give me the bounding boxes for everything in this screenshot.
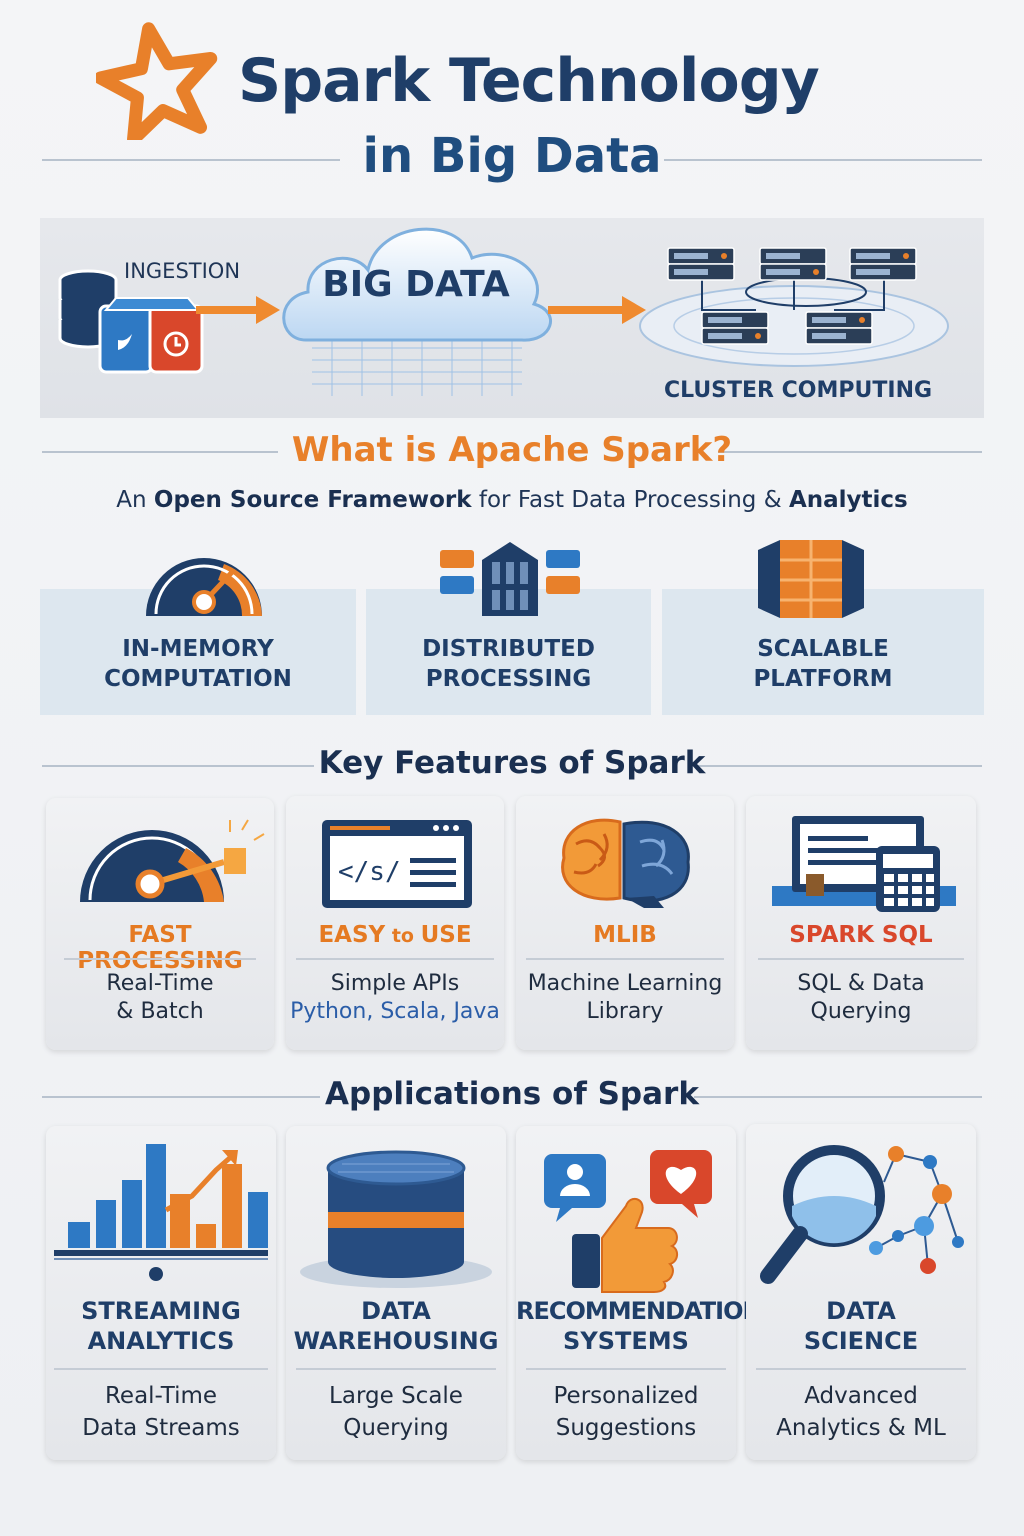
ingestion-sources-icon: [58, 269, 204, 374]
key-features-heading: Key Features of Spark: [318, 745, 706, 781]
feature-title: MLIB: [593, 922, 657, 948]
title-divider-right: [664, 159, 982, 161]
brain-icon: [561, 818, 690, 908]
card-divider: [526, 958, 724, 960]
section-divider-right: [696, 765, 982, 767]
page-title-line1: Spark Technology: [238, 46, 820, 116]
spark-star-icon: [96, 22, 218, 140]
section-divider-right: [718, 451, 982, 453]
svg-text:</s/: </s/: [338, 857, 401, 887]
feature-title: EASY to USE: [318, 922, 472, 948]
card-divider: [526, 1368, 726, 1370]
section-divider-right: [694, 1096, 982, 1098]
page-title-line2: in Big Data: [362, 128, 662, 184]
card-divider: [64, 958, 256, 960]
section-divider-left: [42, 765, 314, 767]
gauge-icon: [146, 558, 262, 616]
feature-description: SQL & Data Querying: [797, 971, 925, 1024]
card-divider: [756, 1368, 966, 1370]
card-divider: [296, 1368, 496, 1370]
section-divider-left: [42, 451, 278, 453]
bar-chart-icon: [54, 1144, 268, 1281]
big-data-label: BIG DATA: [322, 264, 510, 305]
database-cylinder-icon: [300, 1150, 492, 1288]
ingestion-label: INGESTION: [124, 259, 241, 283]
arrow-right-icon: [548, 296, 646, 324]
card-divider: [54, 1368, 268, 1370]
arrow-right-icon: [196, 296, 280, 324]
feature-title: FAST PROCESSING: [77, 922, 243, 974]
distributed-nodes-icon: [440, 542, 580, 616]
feature-title: SPARK SQL: [789, 922, 933, 948]
sql-dashboard-icon: [772, 816, 956, 912]
applications-heading: Applications of Spark: [325, 1076, 699, 1112]
speedometer-icon: [80, 819, 265, 902]
stacked-cubes-icon: [758, 540, 864, 618]
title-divider-left: [42, 159, 340, 161]
card-divider: [296, 958, 494, 960]
what-is-spark-subtitle: An Open Source Framework for Fast Data P…: [116, 487, 908, 513]
code-window-icon: </s/: [322, 820, 472, 908]
magnifier-network-icon: [760, 1145, 964, 1284]
thumbs-up-icon: [544, 1150, 712, 1293]
cluster-computing-label: CLUSTER COMPUTING: [663, 378, 933, 403]
section-divider-left: [42, 1096, 320, 1098]
cloud-icon: [282, 227, 552, 396]
server-cluster-icon: [639, 247, 949, 367]
card-divider: [758, 958, 964, 960]
feature-card-spark-sql: SPARK SQL SQL & Data Querying: [746, 796, 976, 1050]
what-is-spark-heading: What is Apache Spark?: [291, 430, 733, 470]
feature-card-fast-processing: FAST PROCESSING Real-Time& Batch: [46, 798, 274, 1050]
feature-description: Real-Time& Batch: [106, 971, 214, 1024]
